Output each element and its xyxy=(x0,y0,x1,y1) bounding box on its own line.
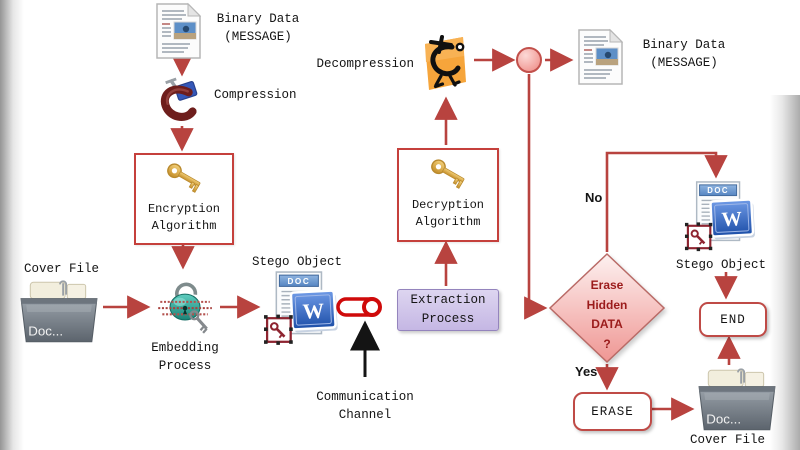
binary-data-document-icon xyxy=(578,29,623,85)
decompression-clamp-icon xyxy=(417,32,471,94)
end-box: END xyxy=(699,302,767,337)
stego-doc-header: DOC xyxy=(287,277,310,286)
gold-key-icon xyxy=(427,158,468,189)
binary-data-right-label: Binary Data (MESSAGE) xyxy=(642,38,726,71)
flow-connector-circle xyxy=(516,47,542,73)
decryption-label: Decryption Algorithm xyxy=(411,197,484,229)
embedding-label: Embedding Process xyxy=(151,341,219,374)
binary-data-top-label: Binary Data (MESSAGE) xyxy=(216,12,300,45)
folder-doc-text: Doc... xyxy=(706,412,741,427)
gold-key-icon xyxy=(163,162,204,193)
stego-doc-header: DOC xyxy=(707,186,729,195)
extraction-process-box: Extraction Process xyxy=(397,289,499,331)
encryption-label: Encryption Algorithm xyxy=(147,201,220,233)
folder-doc-text: Doc... xyxy=(28,324,63,339)
decryption-algorithm-box: Decryption Algorithm xyxy=(397,148,499,242)
stego-w-letter: W xyxy=(721,208,743,231)
decompression-label: Decompression xyxy=(316,57,414,71)
left-edge-shade xyxy=(0,0,24,450)
cover-file-folder-icon: Doc... xyxy=(698,368,776,431)
decision-diamond xyxy=(548,252,666,364)
stego-document-icon: DOC W xyxy=(684,180,757,253)
cover-file-right-label: Cover File xyxy=(690,433,766,447)
communication-channel-label: Communication Channel xyxy=(316,390,414,423)
stego-document-icon: DOC W xyxy=(264,270,340,347)
decision-text: Erase Hidden DATA ? xyxy=(586,278,628,351)
yes-branch-label: Yes xyxy=(575,364,598,379)
no-branch-label: No xyxy=(585,190,603,205)
binary-data-document-icon xyxy=(156,3,201,59)
stego-object-right-label: Stego Object xyxy=(676,258,767,272)
line-decision-no-branch xyxy=(605,151,728,252)
compression-label: Compression xyxy=(214,88,297,102)
compression-clamp-icon xyxy=(157,77,205,123)
extraction-label: Extraction Process xyxy=(410,293,486,326)
line-connector-to-decision xyxy=(524,74,548,320)
stego-object-left-label: Stego Object xyxy=(252,255,343,269)
cover-file-left-label: Cover File xyxy=(24,262,100,276)
embedding-lock-icon xyxy=(156,282,214,335)
stego-w-letter: W xyxy=(302,299,325,324)
right-edge-shade xyxy=(770,95,800,450)
communication-channel-connector xyxy=(336,297,382,317)
encryption-algorithm-box: Encryption Algorithm xyxy=(134,153,234,245)
cover-file-folder-icon: Doc... xyxy=(20,280,98,343)
erase-box: ERASE xyxy=(573,392,652,431)
